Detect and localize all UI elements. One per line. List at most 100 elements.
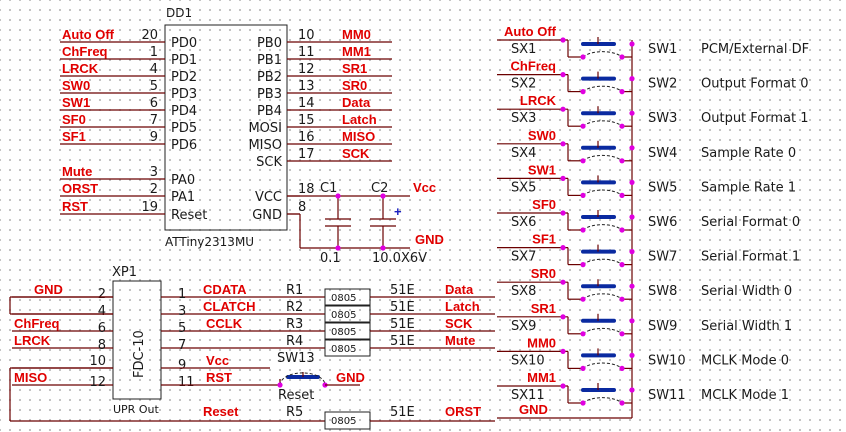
- switch-node: [580, 365, 586, 371]
- dd1-left-signal: SF0: [62, 112, 86, 127]
- switch-sx-ref: SX6: [511, 215, 536, 230]
- switch-sx-ref: SX1: [511, 42, 536, 57]
- r5-value: 51E: [390, 405, 415, 420]
- switch-ref: SW3: [648, 111, 677, 126]
- resistor-ref: R2: [286, 300, 303, 315]
- switch-description: Sample Rate 0: [701, 146, 796, 161]
- capacitors: C1 C2 0.1 10.0X6V + Vcc GND: [287, 180, 444, 266]
- switch-node: [560, 245, 566, 251]
- resistor-package: 0805: [331, 293, 356, 304]
- switch-description: Serial Format 0: [701, 215, 800, 230]
- resistor-package: 0805: [331, 327, 356, 338]
- dd1-left-pin-name: PA0: [171, 173, 195, 188]
- switch-arc: [582, 293, 623, 300]
- xp1-left-pin-number: 6: [98, 321, 106, 336]
- xp1-right-signal: Vcc: [206, 353, 229, 368]
- xp1-right-pin-number: 7: [178, 338, 186, 353]
- switch-node: [619, 331, 625, 337]
- xp1-left-signal: GND: [34, 282, 63, 297]
- c1-value: 0.1: [320, 251, 341, 266]
- dd1-right-pin-number: 13: [298, 79, 315, 94]
- switch-node: [629, 76, 635, 82]
- switch-signal: MM0: [527, 335, 556, 350]
- switch-node: [560, 279, 566, 285]
- switch-arc: [582, 362, 623, 369]
- xp1-left-signal: ChFreq: [14, 316, 60, 331]
- switch-ref: SW1: [648, 42, 677, 57]
- dd1-left-pin-name: PD1: [171, 53, 197, 68]
- switch-description: Output Format 1: [701, 111, 809, 126]
- r5-input-label: Reset: [203, 404, 239, 419]
- dd1-part: ATTiny2313MU: [165, 235, 254, 249]
- switch-node: [629, 387, 635, 393]
- resistor-ref: R4: [286, 334, 303, 349]
- switch-signal: SR0: [531, 266, 556, 281]
- dd1-right-signal: Latch: [342, 112, 377, 127]
- dd1-right-signal: MM0: [342, 27, 371, 42]
- switch-node: [629, 283, 635, 289]
- switch-node: [580, 296, 586, 302]
- switch-arc: [582, 51, 623, 58]
- switch-signal: Auto Off: [504, 24, 557, 39]
- xp1-left-pin-number: 12: [89, 375, 106, 390]
- resistor-value: 51E: [390, 283, 415, 298]
- switch-node: [560, 37, 566, 43]
- switch-ref: SW9: [648, 319, 677, 334]
- switch-sx-ref: SX2: [511, 77, 536, 92]
- switch-node: [580, 262, 586, 268]
- dd1-right-pin-number: 8: [298, 200, 306, 215]
- xp1-right-signal: CLATCH: [203, 299, 255, 314]
- dd1-right-pin-name: PB3: [257, 87, 282, 102]
- switch-sx-ref: SX5: [511, 180, 536, 195]
- switch-node: [619, 192, 625, 198]
- switch-node: [629, 214, 635, 220]
- xp1-left-pin-number: 10: [89, 354, 106, 369]
- dd1-right-signal: MM1: [342, 44, 371, 59]
- resistor-value: 51E: [390, 300, 415, 315]
- dd1-left-signal: SF1: [62, 129, 86, 144]
- dd1-right-pin-name: PB2: [257, 70, 282, 85]
- resistor-signal: Latch: [445, 299, 480, 314]
- dd1-left-pin-number: 5: [150, 79, 158, 94]
- xp1-left-pin-number: 8: [98, 338, 106, 353]
- switch-arc: [582, 224, 623, 231]
- switch-node: [560, 314, 566, 320]
- dd1-right-pin-name: VCC: [255, 190, 282, 205]
- xp1-left-pin-number: 4: [98, 304, 106, 319]
- dd1-right-signal: SR0: [342, 78, 367, 93]
- dd1-left-pin-name: PA1: [171, 190, 195, 205]
- switch-arc: [582, 258, 623, 265]
- switch-arc: [582, 397, 623, 404]
- dd1-right-pin-number: 15: [298, 113, 315, 128]
- switch-node: [580, 54, 586, 60]
- dd1-left-pin-name: PD5: [171, 121, 197, 136]
- switch-node: [619, 123, 625, 129]
- c2-plus-mark: +: [394, 204, 402, 219]
- sw13-label: Reset: [278, 388, 314, 403]
- xp1-right-pin-number: 9: [178, 358, 186, 373]
- dd1-left-pin-number: 3: [150, 165, 158, 180]
- switch-ref: SW4: [648, 146, 677, 161]
- resistor-signal: Mute: [445, 333, 475, 348]
- switch-node: [560, 141, 566, 147]
- dd1-left-signal: ORST: [62, 181, 98, 196]
- switch-signal: MM1: [527, 370, 556, 385]
- dd1-title: DD1: [166, 6, 192, 20]
- c2-name: C2: [371, 181, 388, 196]
- dd1-left-pin-name: PD2: [171, 70, 197, 85]
- switch-node: [619, 89, 625, 95]
- dd1-right-pin-name: PB4: [257, 104, 282, 119]
- r5-ref: R5: [286, 405, 303, 420]
- dd1-left-signal: RST: [62, 199, 88, 214]
- switch-description: Serial Format 1: [701, 250, 800, 265]
- switch-signal: SF1: [532, 232, 556, 247]
- switch-node: [629, 110, 635, 116]
- switch-node: [560, 210, 566, 216]
- switch-node: [629, 179, 635, 185]
- switch-arc: [582, 189, 623, 196]
